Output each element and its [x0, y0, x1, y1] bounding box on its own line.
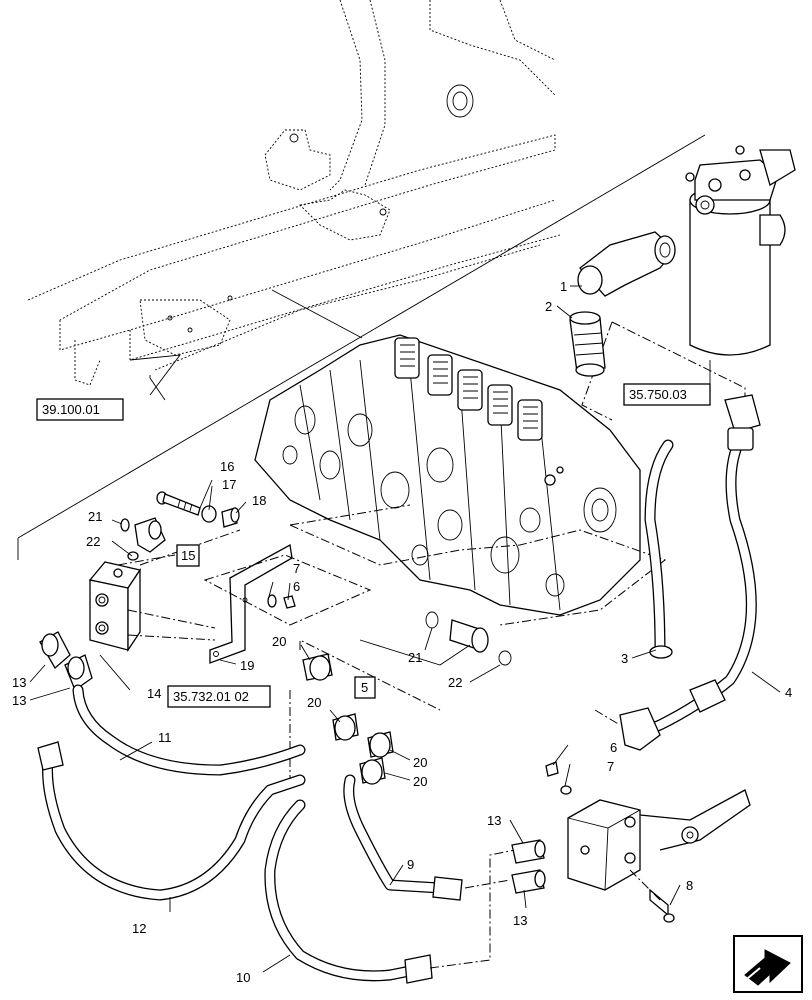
bolt-16 [156, 491, 201, 516]
leader-hose-4 [594, 709, 621, 726]
callout-22-left: 22 [86, 534, 100, 549]
callout-17: 17 [222, 477, 236, 492]
callout-21-center: 21 [408, 650, 422, 665]
callout-2: 2 [545, 299, 552, 314]
callout-box-15 [176, 544, 200, 567]
hose-3 [644, 439, 674, 659]
callout-4: 4 [785, 685, 792, 700]
leader-bracket [203, 554, 372, 626]
callout-box-5 [354, 676, 376, 699]
callout-13-right-a: 13 [487, 813, 501, 828]
callout-12: 12 [132, 921, 146, 936]
adapter-fitting-2 [569, 311, 606, 377]
hose-9 [343, 774, 463, 901]
bolt-8 [649, 888, 675, 923]
callout-15: 15 [181, 548, 195, 563]
machine-frame [27, 0, 561, 386]
elbow-fitting-upper [120, 517, 166, 561]
manifold-block-14 [88, 561, 142, 653]
callout-18: 18 [252, 493, 266, 508]
control-valve-assembly [254, 334, 641, 616]
leader-fitting-upper [117, 554, 176, 566]
callout-20-d: 20 [413, 774, 427, 789]
ref-box-filter [623, 383, 711, 406]
callout-13-right-b: 13 [513, 913, 527, 928]
callout-13-left-b: 13 [12, 693, 26, 708]
ref-box-block [167, 685, 271, 708]
hose-11 [72, 684, 306, 776]
ref-filter-label: 35.750.03 [629, 387, 687, 402]
screw-6-and-washer-7-left [267, 594, 296, 609]
ref-frame-label: 39.100.01 [42, 402, 100, 417]
callout-6-left: 6 [293, 579, 300, 594]
ref-box-frame [36, 398, 124, 421]
callout-1: 1 [560, 279, 567, 294]
callout-10: 10 [236, 970, 250, 985]
next-page-arrow-icon[interactable] [733, 935, 803, 993]
spacer-18 [221, 507, 240, 528]
screw-6-right [545, 761, 572, 795]
ref-block-label: 35.732.01 02 [173, 689, 249, 704]
elbow-fittings-13-left [39, 631, 93, 692]
leader-hose-10 [429, 849, 516, 969]
leader-20-b [299, 639, 441, 711]
callout-6-right: 6 [610, 740, 617, 755]
washer-17 [201, 505, 217, 523]
callout-22-center: 22 [448, 675, 462, 690]
callout-7-right: 7 [607, 759, 614, 774]
elbow-fitting-1 [577, 231, 676, 297]
filter-assembly [685, 145, 796, 356]
callout-20-b: 20 [307, 695, 321, 710]
callout-3: 3 [621, 651, 628, 666]
callout-16: 16 [220, 459, 234, 474]
callout-20-a: 20 [272, 634, 286, 649]
callout-9: 9 [407, 857, 414, 872]
callout-14: 14 [147, 686, 161, 701]
hose-4 [619, 394, 761, 751]
lower-valve-block [567, 789, 751, 891]
callout-11: 11 [158, 730, 172, 745]
callout-20-c: 20 [413, 755, 427, 770]
bracket-19 [209, 543, 293, 664]
hose-10 [264, 799, 433, 984]
callout-7-left: 7 [293, 561, 300, 576]
callout-19: 19 [240, 658, 254, 673]
leader-frame-to-valve [271, 289, 363, 339]
adapters-20 [302, 653, 394, 785]
leader-5 [359, 639, 471, 666]
fittings-13-right [511, 839, 546, 894]
callout-leaders [29, 285, 781, 973]
hose-12 [37, 741, 306, 901]
callout-21-left: 21 [88, 509, 102, 524]
leader-block-b [127, 634, 216, 641]
callout-13-left-a: 13 [12, 675, 26, 690]
leader-hose-9 [464, 879, 511, 889]
section-divider-line [17, 134, 706, 539]
adapter-5 [425, 611, 512, 666]
callout-5: 5 [361, 680, 368, 695]
leader-block-a [127, 609, 216, 629]
leader-bolt-8 [629, 869, 661, 901]
callout-8: 8 [686, 878, 693, 893]
